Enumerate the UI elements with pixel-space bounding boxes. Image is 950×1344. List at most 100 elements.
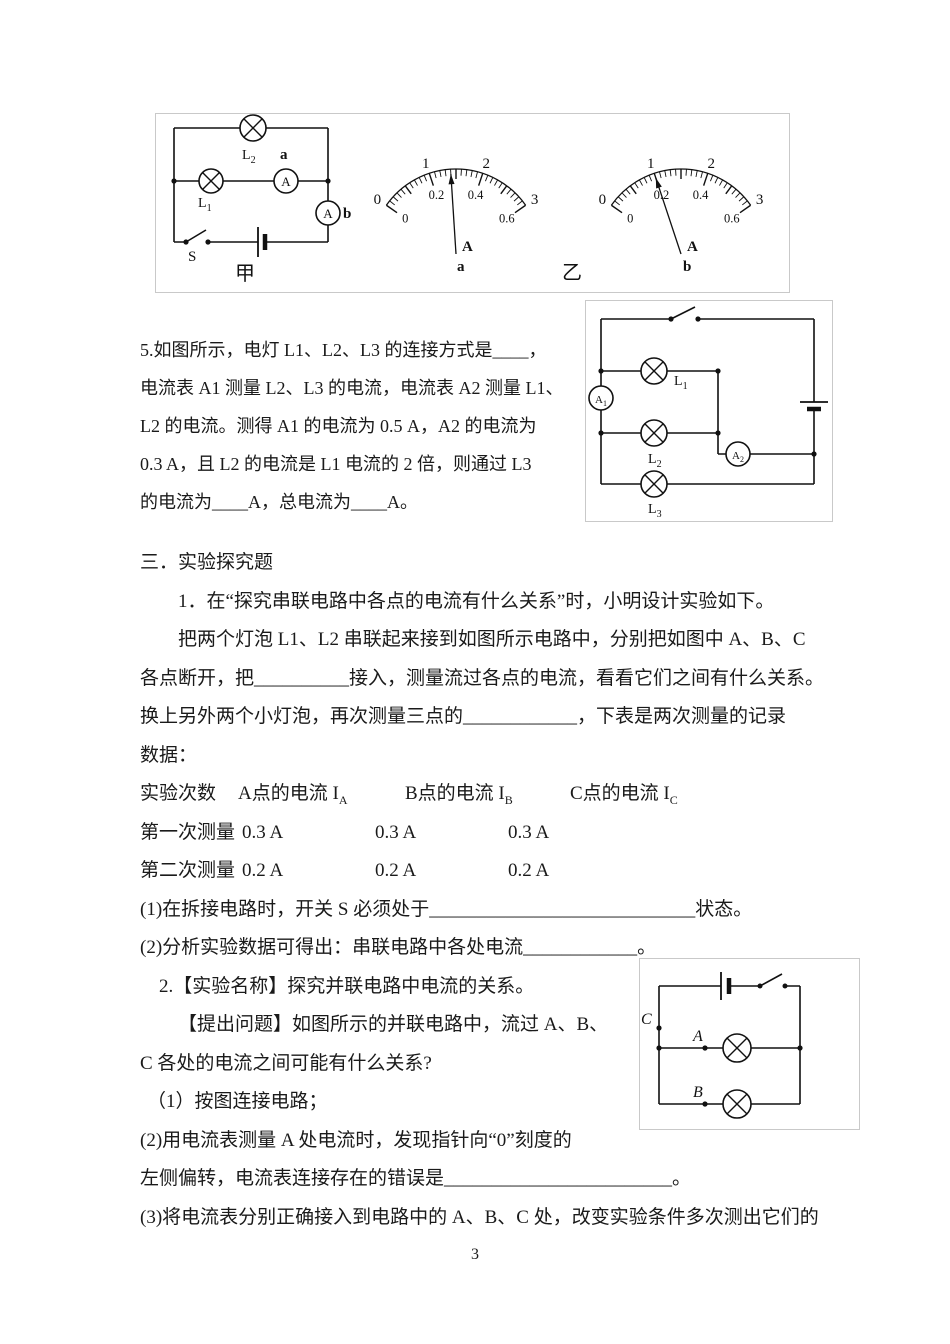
point-a-dot <box>702 1045 708 1051</box>
table-cell: 第二次测量 <box>140 860 236 881</box>
battery-icon <box>800 401 828 412</box>
dial-a-meter-letter: A <box>462 239 473 255</box>
svg-text:1: 1 <box>422 156 430 172</box>
battery-icon <box>257 227 268 257</box>
caption-yi: 乙 <box>562 262 582 284</box>
junction-dot <box>715 368 721 374</box>
table-header-cell: A点的电流 IA <box>238 783 348 807</box>
svg-text:0: 0 <box>599 192 607 208</box>
dial-b-meter-letter: A <box>687 239 698 255</box>
table-cell: 0.2 A <box>375 860 417 881</box>
wires <box>658 985 801 1105</box>
junction-dot <box>811 451 817 457</box>
text-line: 把两个灯泡 L1、L2 串联起来接到如图所示电路中，分别把如图中 A、B、C <box>178 629 806 650</box>
text-line: （1）按图连接电路； <box>147 1091 328 1112</box>
figure-border <box>639 958 860 1130</box>
section-experiments: 三．实验探究题 1．在“探究串联电路中各点的电流有什么关系”时，小明设计实验如下… <box>140 544 840 1237</box>
battery-icon <box>720 972 732 1000</box>
page-number: 3 <box>471 1246 479 1263</box>
text-line: (1)在拆接电路时，开关 S 必须处于_____________________… <box>140 898 753 920</box>
label-point-b: b <box>343 206 351 222</box>
ammeter-b-icon: A <box>315 200 341 226</box>
lamp-l2-icon <box>640 419 668 447</box>
q5-circuit-svg: A1 A2 L1 L2 L3 <box>588 306 828 520</box>
svg-text:1: 1 <box>647 156 655 172</box>
label-point-a: A <box>692 1028 703 1045</box>
table-cell: 0.3 A <box>375 821 417 843</box>
caption-jia: 甲 <box>235 263 255 285</box>
figure-q5-circuit: A1 A2 L1 L2 L3 <box>585 300 833 522</box>
wires <box>600 318 815 485</box>
figure-circuit-and-dials: A A L2 a L1 b S 甲 0 1 2 3 0 0.2 0.4 0.6 0 1 2 3 0 0.… <box>155 113 790 293</box>
table-header-row: 实验次数 A点的电流 IA B点的电流 IB C点的电流 IC <box>140 775 840 814</box>
dial-b-point-letter: b <box>683 259 691 275</box>
svg-text:3: 3 <box>531 192 539 208</box>
parallel-circuit-svg: C A B <box>639 958 860 1130</box>
junction-dot <box>598 368 604 374</box>
text-line: 数据： <box>140 744 198 766</box>
text-line: 电流表 A1 测量 L2、L3 的电流，电流表 A2 测量 L1、 <box>140 378 564 398</box>
svg-text:0.4: 0.4 <box>468 188 484 202</box>
figure-parallel-circuit: C A B <box>617 956 862 1134</box>
ammeter-a2-icon: A2 <box>725 441 751 467</box>
question-5: 5.如图所示，电灯 L1、L2、L3 的连接方式是____， 电流表 A1 测量… <box>140 331 600 521</box>
figure-top-svg: A A L2 a L1 b S 甲 0 1 2 3 0 0.2 0.4 0.6 0 1 2 3 0 0.… <box>171 114 764 285</box>
switch-icon <box>183 229 211 245</box>
svg-text:2: 2 <box>482 156 490 172</box>
junction-dot <box>171 178 177 184</box>
text-line: 换上另外两个小灯泡，再次测量三点的____________，下表是两次测量的记录 <box>140 706 787 727</box>
svg-text:0: 0 <box>374 192 382 208</box>
svg-text:0.2: 0.2 <box>429 188 445 202</box>
svg-text:A: A <box>323 206 333 221</box>
lamp-l3-icon <box>640 470 668 498</box>
svg-text:0.6: 0.6 <box>499 211 515 225</box>
label-switch-s: S <box>188 249 196 265</box>
table-cell: 0.3 A <box>242 821 284 843</box>
label-point-b: B <box>693 1084 703 1101</box>
text-line: 各点断开，把__________接入，测量流过各点的电流，看看它们之间有什么关系… <box>140 667 825 689</box>
svg-text:0.4: 0.4 <box>693 188 709 202</box>
label-l3: L3 <box>648 502 662 520</box>
table-row: 第二次测量 0.2 A 0.2 A 0.2 A <box>140 852 840 891</box>
text-line: 1．在“探究串联电路中各点的电流有什么关系”时，小明设计实验如下。 <box>178 590 775 612</box>
junction-dot <box>715 430 721 436</box>
point-c-dot <box>656 1025 662 1031</box>
switch-icon <box>668 306 701 322</box>
text-line: 2.【实验名称】探究并联电路中电流的关系。 <box>159 975 535 997</box>
text-line: L2 的电流。测得 A1 的电流为 0.5 A，A2 的电流为 <box>140 416 537 436</box>
label-l1: L1 <box>674 374 688 392</box>
lamp-b-icon <box>722 1089 752 1119</box>
junction-dot <box>598 430 604 436</box>
svg-text:0: 0 <box>627 211 633 225</box>
text-line: (2)分析实验数据可得出：串联电路中各处电流____________。 <box>140 937 657 958</box>
text-line: 的电流为____A，总电流为____A。 <box>140 492 418 512</box>
point-b-dot <box>702 1101 708 1107</box>
circuit-jia: A A L2 a L1 b S 甲 <box>171 114 351 285</box>
svg-text:3: 3 <box>756 192 764 208</box>
junction-dot <box>656 1045 662 1051</box>
table-cell: 0.2 A <box>508 860 550 881</box>
text-line: 左侧偏转，电流表连接存在的错误是________________________… <box>140 1168 692 1189</box>
text-line: C 各处的电流之间可能有什么关系? <box>140 1052 432 1074</box>
ammeter-a1-icon: A1 <box>588 385 614 411</box>
svg-text:A: A <box>281 174 291 189</box>
label-l2: L2 <box>242 148 256 166</box>
lamp-l2-icon <box>239 114 267 142</box>
text-line: 0.3 A，且 L2 的电流是 L1 电流的 2 倍，则通过 L3 <box>140 454 532 474</box>
text-line: 【提出问题】如图所示的并联电路中，流过 A、B、 <box>178 1014 609 1035</box>
text-line: (3)将电流表分别正确接入到电路中的 A、B、C 处，改变实验条件多次测出它们的 <box>140 1206 819 1228</box>
svg-text:0.6: 0.6 <box>724 211 740 225</box>
table-cell: 0.2 A <box>242 860 284 881</box>
junction-dot <box>797 1045 803 1051</box>
wires <box>173 127 329 243</box>
text-line: (2)用电流表测量 A 处电流时，发现指针向“0”刻度的 <box>140 1129 572 1151</box>
lamp-l1-icon <box>640 357 668 385</box>
table-header-cell: B点的电流 IB <box>405 783 513 807</box>
label-l1: L1 <box>198 196 212 214</box>
dial-a-point-letter: a <box>457 259 465 275</box>
ammeter-dial-a: 0 1 2 3 0 0.2 0.4 0.6 <box>374 156 539 255</box>
lamp-l1-icon <box>198 168 224 194</box>
svg-text:0: 0 <box>402 211 408 225</box>
